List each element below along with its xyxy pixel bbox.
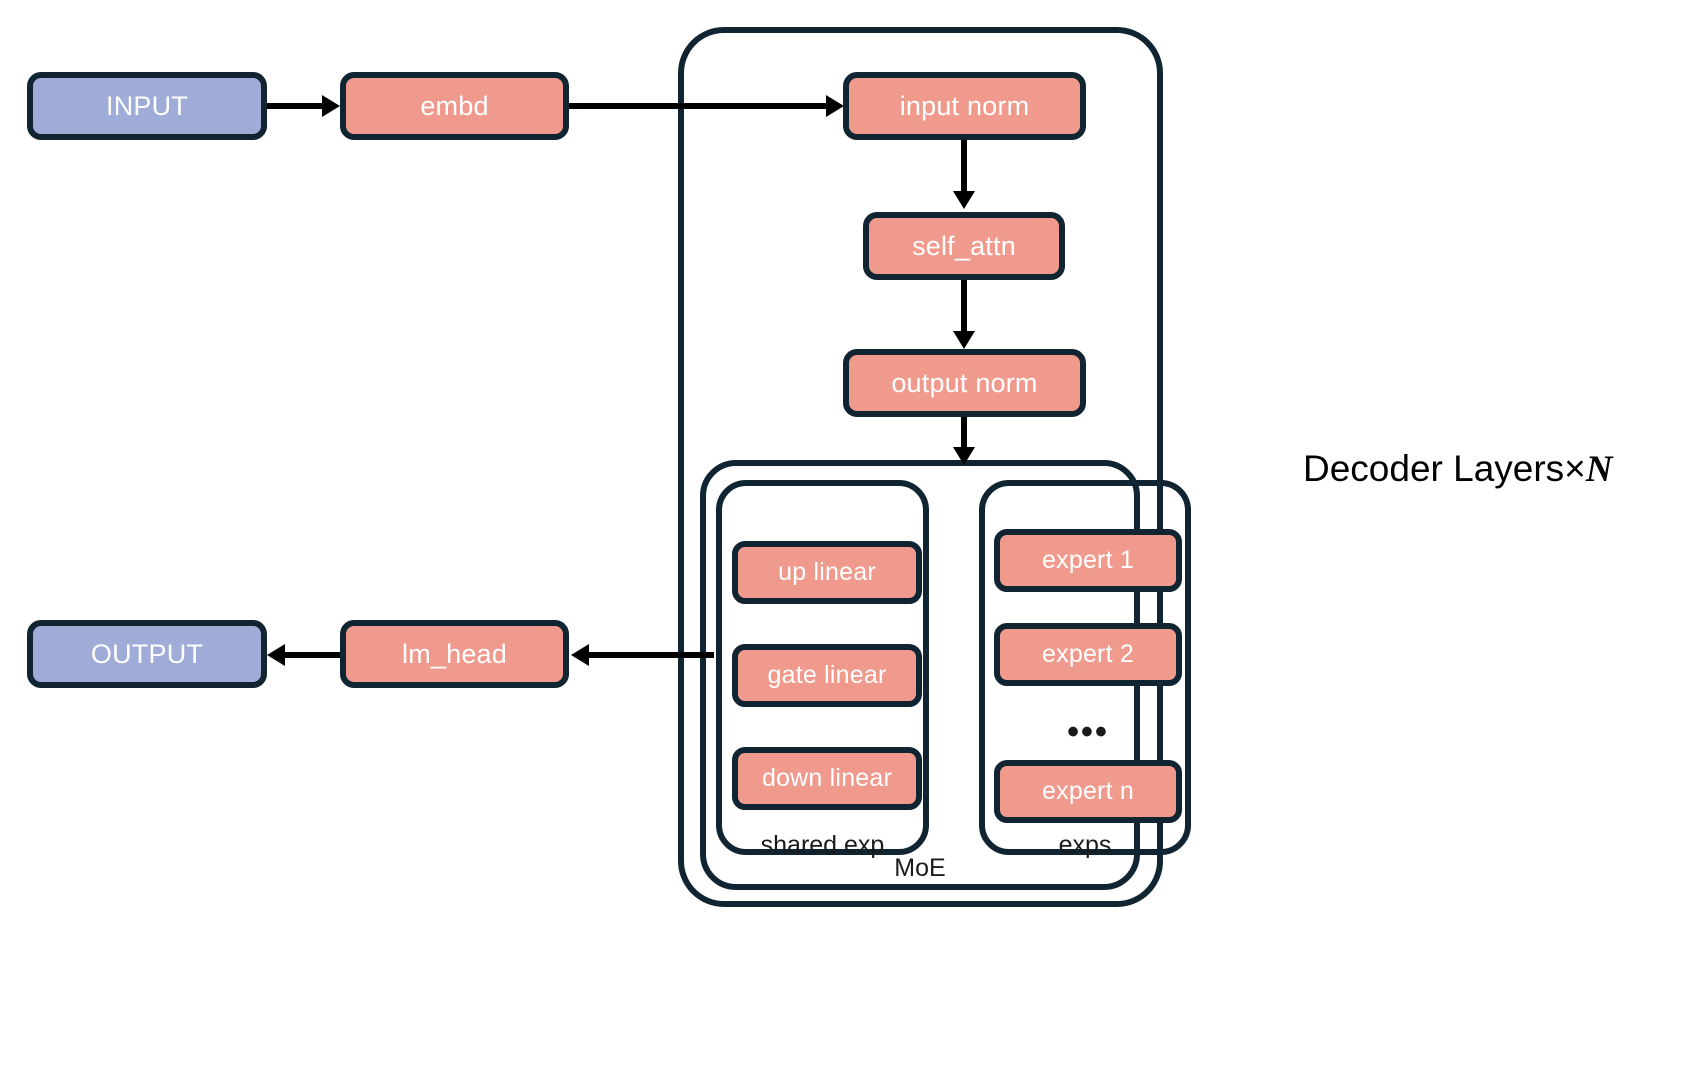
- up-linear-node[interactable]: up linear: [732, 541, 922, 604]
- shared-expert-container: [716, 480, 929, 855]
- input-norm-node[interactable]: input norm: [843, 72, 1086, 140]
- lm-head-node[interactable]: lm_head: [340, 620, 569, 688]
- arrowhead-self-attn-to-output-norm: [953, 331, 975, 349]
- self-attn-node[interactable]: self_attn: [863, 212, 1065, 280]
- connector-output-norm-to-moe: [961, 417, 967, 461]
- experts-container: [979, 480, 1191, 855]
- expert-n-node[interactable]: expert n: [994, 760, 1182, 823]
- decoder-layers-annotation: Decoder Layers×N: [1303, 450, 1613, 488]
- connector-self-attn-to-output-norm: [961, 280, 967, 335]
- decoder-layers-annotation-count: N: [1585, 449, 1613, 490]
- decoder-layers-container: [678, 27, 1163, 907]
- experts-ellipsis: •••: [1067, 713, 1109, 751]
- arrowhead-output-norm-to-moe: [953, 447, 975, 465]
- input-node[interactable]: INPUT: [27, 72, 267, 140]
- output-norm-node[interactable]: output norm: [843, 349, 1086, 417]
- expert-1-node[interactable]: expert 1: [994, 529, 1182, 592]
- shared-expert-label: shared exp: [760, 831, 885, 859]
- connector-embd-to-input-norm: [569, 103, 831, 109]
- gate-linear-node[interactable]: gate linear: [732, 644, 922, 707]
- down-linear-node[interactable]: down linear: [732, 747, 922, 810]
- arrowhead-embd-to-input-norm: [826, 95, 844, 117]
- output-node[interactable]: OUTPUT: [27, 620, 267, 688]
- expert-2-node[interactable]: expert 2: [994, 623, 1182, 686]
- arrowhead-lm-head-to-output: [267, 644, 285, 666]
- experts-label: exps: [1058, 831, 1112, 859]
- arrowhead-input-norm-to-self-attn: [953, 191, 975, 209]
- decoder-layers-annotation-prefix: Decoder Layers×: [1303, 448, 1586, 489]
- embd-node[interactable]: embd: [340, 72, 569, 140]
- arrowhead-moe-to-lm-head: [571, 644, 589, 666]
- connector-moe-to-lm-head: [589, 652, 714, 658]
- arrowhead-input-to-embd: [322, 95, 340, 117]
- connector-input-to-embd: [267, 103, 322, 109]
- connector-input-norm-to-self-attn: [961, 140, 967, 195]
- moe-label: MoE: [894, 854, 946, 882]
- connector-lm-head-to-output: [285, 652, 340, 658]
